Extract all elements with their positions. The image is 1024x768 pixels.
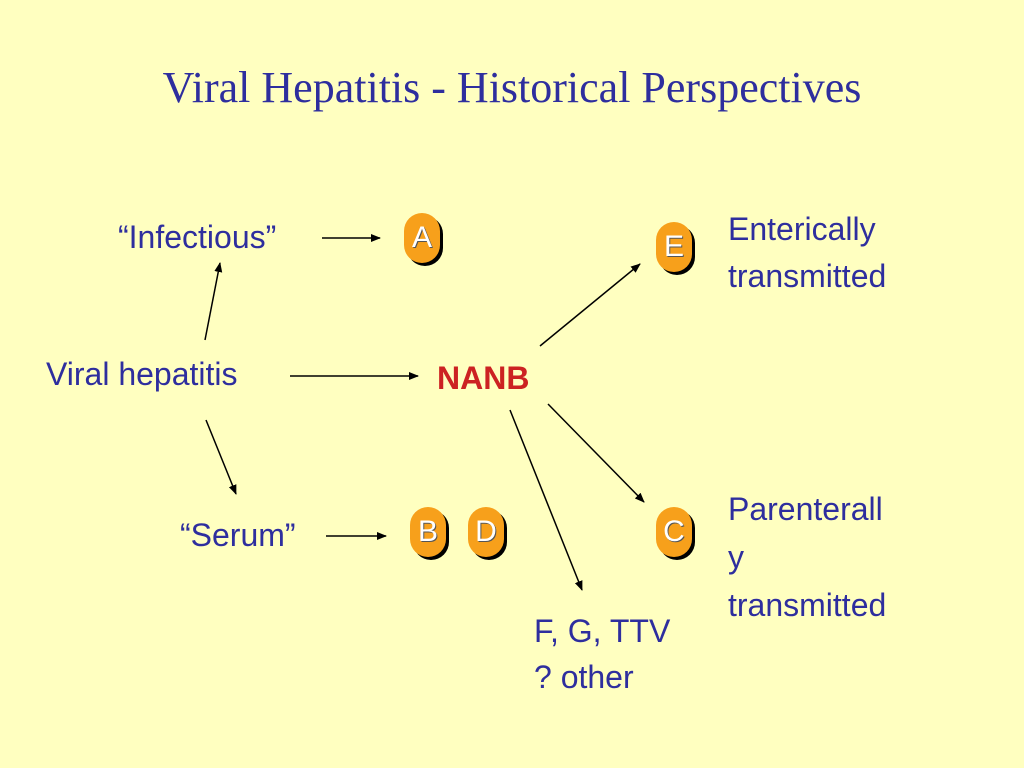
badge-d: D [468, 507, 504, 557]
badge-a-letter: A [411, 221, 432, 254]
arrow-nanb-to-other [509, 409, 583, 591]
badge-e-letter: E [663, 230, 684, 263]
label-other-2: ? other [534, 659, 634, 695]
badge-e: E [656, 222, 692, 272]
arrow-viral-to-serum [205, 419, 237, 495]
label-enteric-2: transmitted [728, 258, 887, 294]
label-parenteral-1: Parenterall [728, 491, 883, 527]
label-enteric-1: Enterically [728, 211, 876, 247]
badge-c-letter: C [663, 515, 685, 548]
badge-c: C [656, 507, 692, 557]
badge-b-letter: B [417, 515, 438, 548]
label-parenteral-3: transmitted [728, 587, 887, 623]
label-nanb: NANB [437, 360, 530, 396]
arrow-nanb-to-e [539, 263, 641, 347]
label-infectious: “Infectious” [118, 219, 277, 255]
label-viral-hepatitis: Viral hepatitis [46, 356, 238, 392]
badge-d-letter: D [475, 515, 497, 548]
label-other-1: F, G, TTV [534, 613, 671, 649]
arrow-nanb-to-c [547, 403, 645, 503]
label-parenteral-2: y [728, 539, 744, 575]
badge-a: A [404, 213, 440, 263]
arrow-viral-to-infectious [204, 262, 223, 341]
label-serum: “Serum” [180, 517, 296, 553]
badge-b: B [410, 507, 446, 557]
slide-title: Viral Hepatitis - Historical Perspective… [162, 63, 862, 112]
